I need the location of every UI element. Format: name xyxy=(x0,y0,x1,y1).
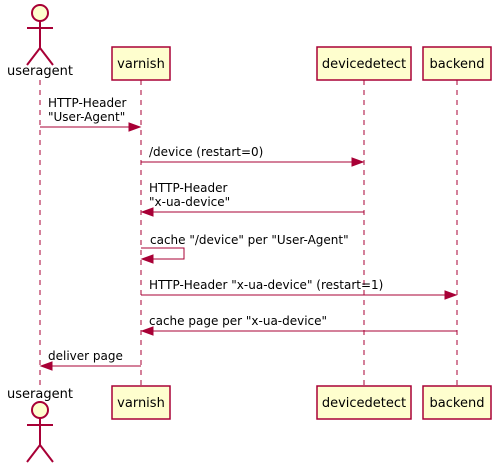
message-label: /device (restart=0) xyxy=(149,145,263,159)
message-label: "x-ua-device" xyxy=(149,195,230,209)
arrowhead xyxy=(140,207,154,217)
message-label: deliver page xyxy=(48,349,123,363)
actor-label-top-useragent: useragent xyxy=(7,64,73,79)
arrowhead xyxy=(128,122,142,132)
participant-label-top-devicedetect: devicedetect xyxy=(322,57,406,72)
actor-label-bottom-useragent: useragent xyxy=(7,387,73,402)
message-label: HTTP-Header xyxy=(149,181,228,195)
participant-bottom-devicedetect: devicedetect xyxy=(316,385,412,420)
arrowhead xyxy=(140,326,154,336)
message-2: /device (restart=0) xyxy=(141,145,365,167)
actor-figure-bottom-useragent xyxy=(26,401,54,463)
participant-top-varnish: varnish xyxy=(111,46,171,81)
participant-label-bottom-varnish: varnish xyxy=(117,396,165,411)
message-7: deliver page xyxy=(39,349,141,371)
participant-label-bottom-devicedetect: devicedetect xyxy=(322,396,406,411)
arrowhead xyxy=(444,290,458,300)
message-label: HTTP-Header xyxy=(48,96,127,110)
arrowhead xyxy=(140,254,154,264)
actor-figure-top-useragent xyxy=(26,4,54,66)
message-label: cache "/device" per "User-Agent" xyxy=(150,233,349,247)
message-label: "User-Agent" xyxy=(48,110,125,124)
message-line xyxy=(141,247,185,260)
participant-top-devicedetect: devicedetect xyxy=(316,46,412,81)
message-3: HTTP-Header"x-ua-device" xyxy=(140,181,364,217)
participant-label-top-varnish: varnish xyxy=(117,57,165,72)
arrowhead xyxy=(351,157,365,167)
participant-label-bottom-backend: backend xyxy=(430,396,485,411)
message-6: cache page per "x-ua-device" xyxy=(140,314,457,336)
participant-bottom-varnish: varnish xyxy=(111,385,171,420)
participant-top-backend: backend xyxy=(422,46,492,81)
message-label: cache page per "x-ua-device" xyxy=(149,314,327,328)
message-1: HTTP-Header"User-Agent" xyxy=(40,96,142,132)
participant-label-top-backend: backend xyxy=(430,57,485,72)
message-label: HTTP-Header "x-ua-device" (restart=1) xyxy=(149,278,383,292)
message-5: HTTP-Header "x-ua-device" (restart=1) xyxy=(141,278,458,300)
arrowhead xyxy=(39,361,53,371)
message-4: cache "/device" per "User-Agent" xyxy=(140,233,349,264)
participant-bottom-backend: backend xyxy=(422,385,492,420)
